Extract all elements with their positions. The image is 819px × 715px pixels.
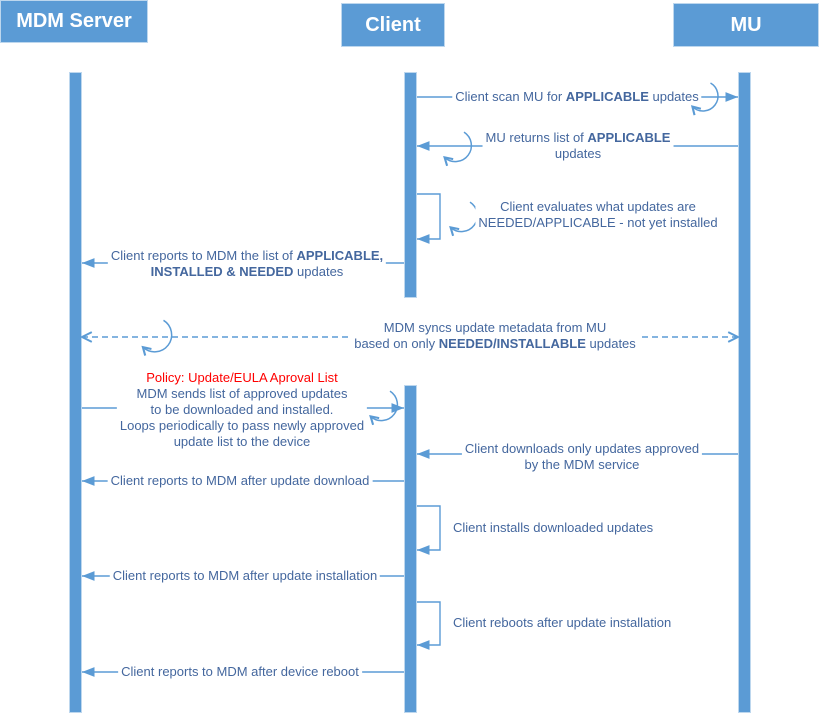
- message-line: MDM sends list of approved updates: [136, 386, 348, 401]
- message-label-installs: Client installs downloaded updates: [450, 520, 657, 536]
- message-line: Client downloads only updates approved: [464, 441, 700, 456]
- lifeline-client-segment-2: [404, 385, 417, 713]
- lifeline-mdm-server: [69, 72, 82, 713]
- message-label-scan: Client scan MU for APPLICABLE updates: [452, 89, 702, 105]
- message-line: based on only NEEDED/INSTALLABLE updates: [354, 336, 636, 351]
- loop-icon-evaluates: [449, 201, 479, 237]
- message-line: Client reports to MDM after update downl…: [110, 473, 370, 488]
- message-line: INSTALLED & NEEDED updates: [150, 264, 344, 279]
- message-line: Client reports to MDM after device reboo…: [121, 664, 359, 679]
- lifeline-client-segment-1: [404, 72, 417, 298]
- message-line: MDM syncs update metadata from MU: [383, 320, 607, 335]
- arrow-evaluates-selfloop: [417, 193, 441, 244]
- actor-mu: MU: [673, 3, 819, 47]
- message-line: Client reports to MDM after update insta…: [112, 568, 378, 583]
- message-line: Client reboots after update installation: [453, 615, 672, 630]
- message-label-report-download: Client reports to MDM after update downl…: [107, 473, 373, 489]
- message-line: MU returns list of APPLICABLE: [485, 130, 671, 145]
- lifeline-mu: [738, 72, 751, 713]
- message-label-reboots: Client reboots after update installation: [450, 615, 675, 631]
- actor-client: Client: [341, 3, 445, 47]
- policy-red-line: Policy: Update/EULA Aproval List: [146, 370, 338, 385]
- arrow-reboots-selfloop: [417, 601, 441, 650]
- message-label-reports-list: Client reports to MDM the list of APPLIC…: [107, 248, 387, 280]
- message-line: Loops periodically to pass newly approve…: [119, 418, 365, 433]
- message-label-downloads: Client downloads only updates approved b…: [461, 441, 703, 473]
- message-line: Client reports to MDM the list of APPLIC…: [110, 248, 384, 263]
- message-label-sync: MDM syncs update metadata from MU based …: [351, 320, 639, 352]
- message-label-returns: MU returns list of APPLICABLE updates: [482, 130, 674, 162]
- actor-mdm-server: MDM Server: [0, 0, 148, 43]
- message-label-report-install: Client reports to MDM after update insta…: [109, 568, 381, 584]
- message-line: to be downloaded and installed.: [150, 402, 334, 417]
- loop-icon-policy: [369, 390, 399, 426]
- arrow-installs-selfloop: [417, 505, 441, 555]
- message-line: NEEDED/APPLICABLE - not yet installed: [478, 215, 718, 230]
- message-line: Client installs downloaded updates: [453, 520, 654, 535]
- message-line: Client evaluates what updates are: [500, 199, 696, 214]
- message-label-evaluates: Client evaluates what updates are NEEDED…: [475, 199, 721, 231]
- loop-icon-returns: [443, 131, 473, 167]
- loop-icon-scan: [690, 82, 719, 116]
- loop-icon-sync: [141, 319, 173, 356]
- message-line: by the MDM service: [524, 457, 640, 472]
- message-line: update list to the device: [173, 434, 311, 449]
- message-line: updates: [554, 146, 602, 161]
- message-label-report-reboot: Client reports to MDM after device reboo…: [118, 664, 362, 680]
- message-line: Client scan MU for APPLICABLE updates: [455, 89, 699, 104]
- message-label-policy: Policy: Update/EULA Aproval List MDM sen…: [116, 370, 368, 450]
